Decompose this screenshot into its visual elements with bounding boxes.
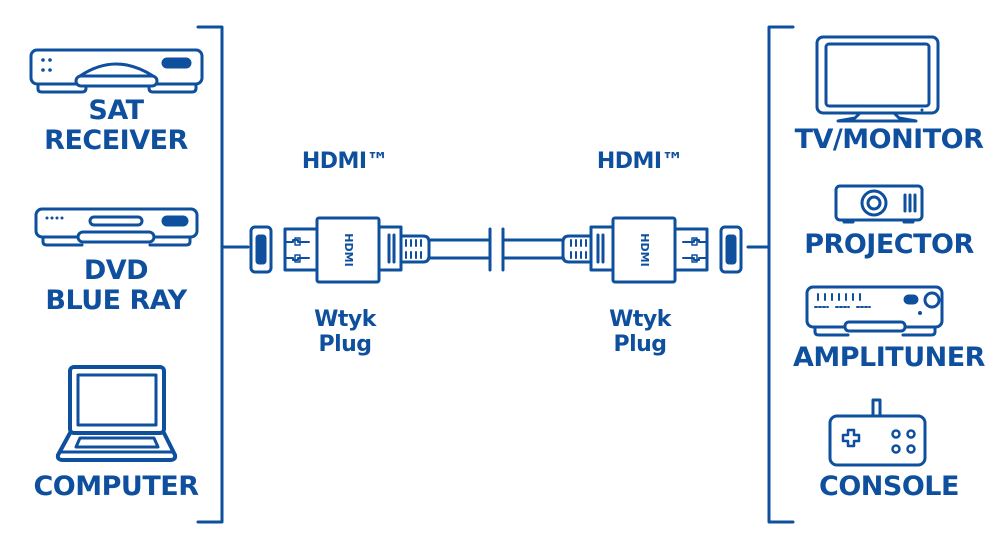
label-line: COMPUTER xyxy=(33,471,199,502)
tv-icon xyxy=(815,35,940,123)
caption-line: Wtyk xyxy=(609,307,671,332)
right-plug-text: HDMI xyxy=(638,233,651,266)
destination-label-console: CONSOLE xyxy=(819,471,959,502)
hdmi-plug-left-icon xyxy=(283,216,431,284)
gamepad-icon xyxy=(828,398,927,467)
source-label-sat-receiver: SAT RECEIVER xyxy=(16,95,216,157)
source-label-computer: COMPUTER xyxy=(16,471,216,502)
destination-label-amplituner: AMPLITUNER xyxy=(793,342,985,373)
destination-label-tv-monitor: TV/MONITOR xyxy=(794,124,984,155)
caption-line: Plug xyxy=(318,331,372,357)
label-line: BLUE RAY xyxy=(45,285,187,317)
dvd-player-icon xyxy=(34,207,199,247)
label-line: DVD xyxy=(83,255,149,286)
hdmi-socket-right-icon xyxy=(719,225,743,274)
laptop-icon xyxy=(55,365,178,462)
caption-line: Wtyk xyxy=(314,307,376,332)
projector-icon xyxy=(834,184,924,224)
left-connector-title: HDMI™ xyxy=(301,149,389,174)
destination-label-projector: PROJECTOR xyxy=(804,229,974,260)
right-bracket xyxy=(746,25,795,524)
caption-line: Plug xyxy=(613,331,667,357)
left-plug-caption: Wtyk Plug xyxy=(295,307,395,357)
hdmi-socket-left-icon xyxy=(249,225,273,274)
amplifier-icon xyxy=(805,285,944,337)
source-label-dvd-blue-ray: DVD BLUE RAY xyxy=(16,255,216,317)
sat-receiver-icon xyxy=(29,48,204,94)
left-plug-text: HDMI xyxy=(342,233,355,266)
hdmi-cable xyxy=(427,227,565,272)
left-bracket xyxy=(196,25,250,524)
right-plug-caption: Wtyk Plug xyxy=(590,307,690,357)
label-line: SAT xyxy=(88,95,144,126)
label-line: RECEIVER xyxy=(44,125,188,157)
right-connector-title: HDMI™ xyxy=(596,149,684,174)
hdmi-plug-right-icon xyxy=(561,216,709,284)
